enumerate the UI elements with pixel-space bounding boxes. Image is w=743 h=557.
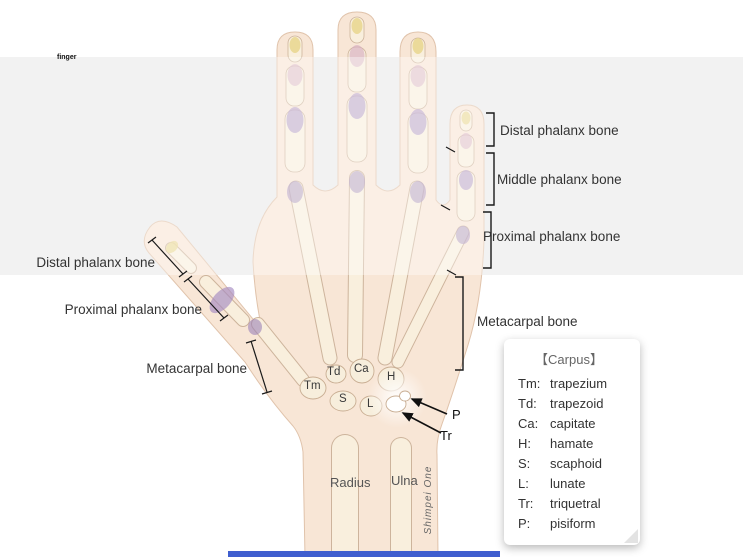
legend-row-hamate: H: hamate	[518, 436, 594, 451]
bracket-proximal-phalanx	[483, 211, 492, 269]
carpal-mark-lunate: L	[367, 398, 374, 410]
thumb-metacarpal-ticks	[245, 339, 273, 395]
legend-row-triquetral: Tr: triquetral	[518, 496, 601, 511]
pisiform-arrow	[410, 398, 448, 415]
capitate-bone	[349, 358, 375, 384]
scaphoid-bone	[329, 390, 357, 412]
legend-row-lunate: L: lunate	[518, 476, 586, 491]
legend-row-scaphoid: S: scaphoid	[518, 456, 603, 471]
legend-row-trapezium: Tm: trapezium	[518, 376, 608, 391]
joint-tick-marks	[440, 146, 457, 276]
label-distal-phalanx-thumb: Distal phalanx bone	[36, 255, 155, 270]
label-proximal-phalanx-thumb: Proximal phalanx bone	[64, 302, 202, 317]
carpus-legend-note: 【Carpus】 Tm: trapezium Td: trapezoid Ca:…	[504, 339, 640, 545]
label-distal-phalanx-right: Distal phalanx bone	[500, 123, 619, 138]
bracket-distal-phalanx	[486, 112, 495, 147]
triquetral-arrow	[401, 412, 442, 434]
pointer-arrows	[401, 398, 448, 434]
artist-signature: Shimpei One	[423, 465, 434, 535]
legend-row-pisiform: P: pisiform	[518, 516, 596, 531]
carpal-mark-trapezium: Tm	[304, 380, 321, 392]
label-metacarpal-thumb: Metacarpal bone	[146, 361, 247, 376]
carpal-mark-capitate: Ca	[354, 363, 369, 375]
left-measures	[147, 236, 273, 395]
bottom-accent-bar	[228, 551, 500, 557]
thumb-proximal-measure	[187, 278, 225, 319]
label-proximal-phalanx-right: Proximal phalanx bone	[483, 229, 621, 244]
trapezoid-bone	[325, 364, 347, 384]
finger-note: finger	[57, 54, 77, 61]
metacarpal-bones	[288, 170, 470, 369]
label-ulna: Ulna	[391, 473, 418, 488]
label-middle-phalanx-right: Middle phalanx bone	[497, 172, 622, 187]
thumb-metacarpal-measure	[250, 340, 268, 393]
forearm-bones	[331, 434, 412, 557]
thumb-distal-measure	[151, 239, 184, 275]
legend-title: 【Carpus】	[535, 352, 603, 367]
band-overlay	[0, 57, 743, 275]
bracket-metacarpal	[455, 276, 464, 371]
carpal-mark-scaphoid: S	[339, 393, 347, 405]
carpal-mark-trapezoid: Td	[327, 366, 341, 378]
label-radius: Radius	[330, 475, 371, 490]
carpal-mark-pisiform: P	[452, 407, 461, 422]
bracket-middle-phalanx	[486, 152, 495, 206]
right-brackets	[440, 112, 495, 371]
joint-tints	[165, 18, 473, 335]
carpal-mark-hamate: H	[387, 371, 396, 383]
legend-row-trapezoid: Td: trapezoid	[518, 396, 604, 411]
pisiform-bone	[399, 390, 411, 402]
carpal-mark-triquetral: Tr	[440, 428, 452, 443]
label-metacarpal-right: Metacarpal bone	[477, 314, 578, 329]
thumb-measure-ticks	[147, 236, 229, 322]
legend-row-capitate: Ca: capitate	[518, 416, 596, 431]
trapezium-bone	[299, 376, 327, 400]
